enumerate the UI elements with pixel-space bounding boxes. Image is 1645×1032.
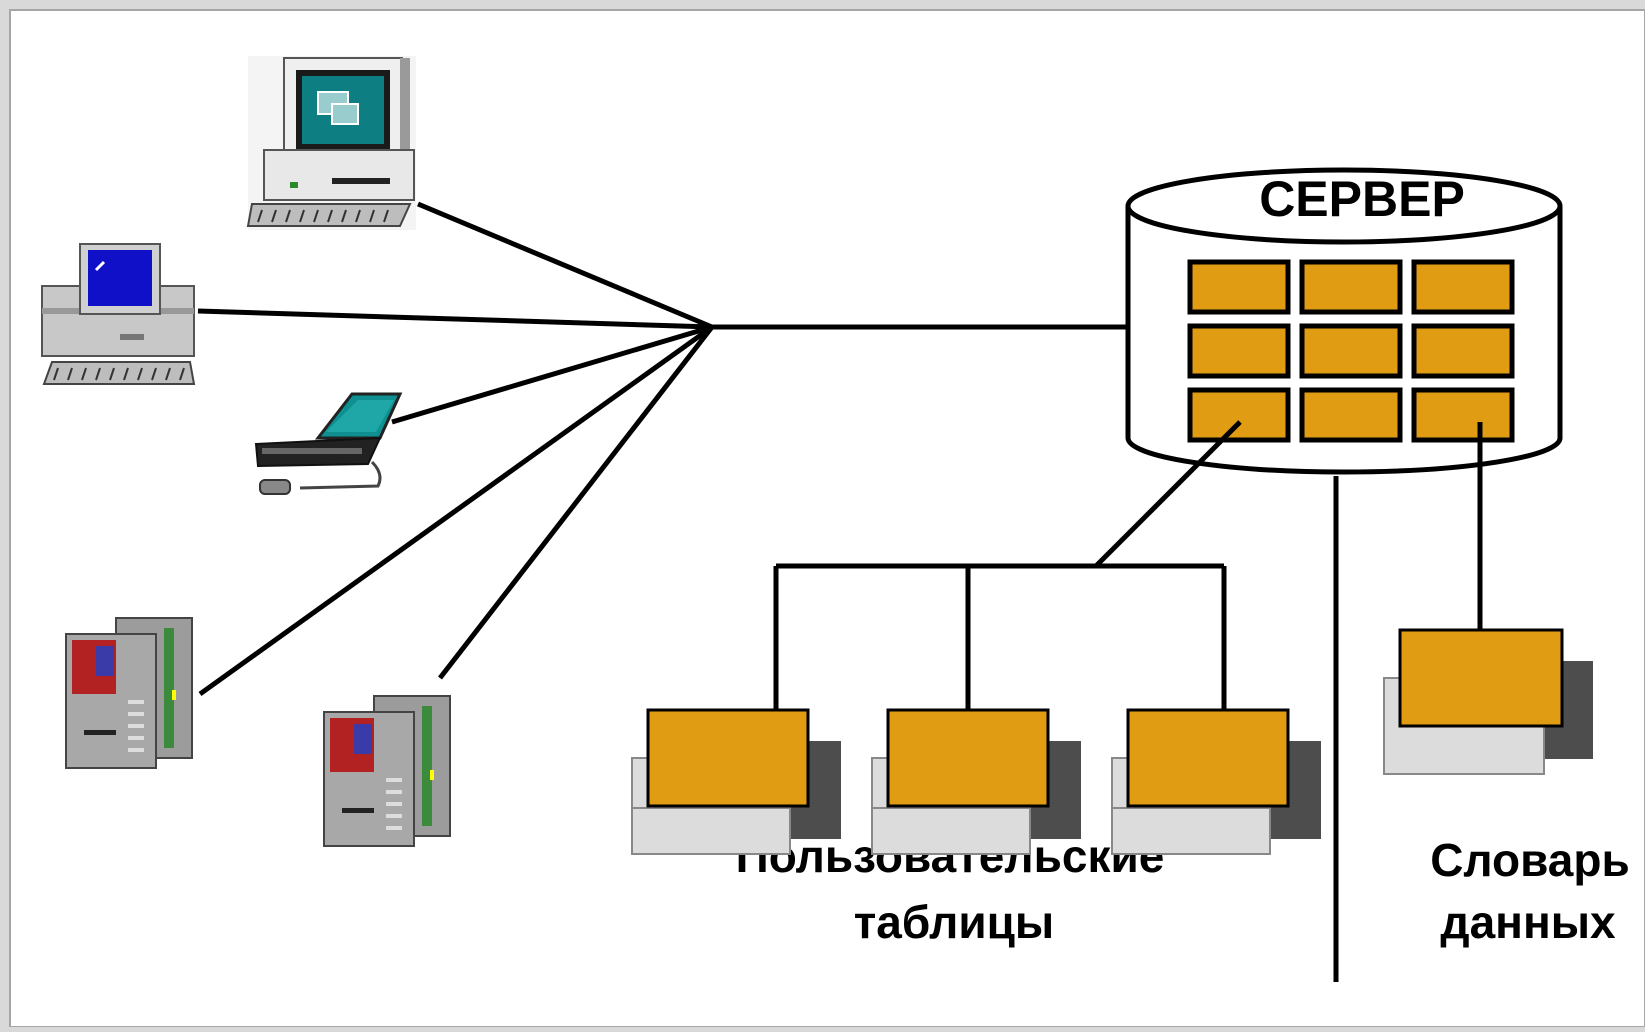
table-connections	[773, 420, 1483, 982]
server-table-cell	[1411, 387, 1515, 443]
server-tower-icon	[323, 695, 451, 847]
data-dictionary-label-line2: данных	[1440, 896, 1616, 948]
server-table-cell	[1299, 323, 1403, 379]
server-table-cell	[1411, 323, 1515, 379]
server-table-cell	[1299, 387, 1403, 443]
server-table-cell	[1187, 323, 1291, 379]
server-tower-icon	[65, 617, 193, 769]
client-connections	[197, 201, 1128, 697]
connection-line-laptop	[391, 324, 713, 425]
data-dictionary-label-line1: Словарь	[1430, 834, 1630, 886]
connection-line-user-tables	[1094, 420, 1242, 568]
user-table-stack-front	[631, 708, 1290, 855]
workstation-icon	[41, 243, 196, 385]
server-label: СЕРВЕР	[1259, 171, 1465, 227]
server-table-cell	[1411, 259, 1515, 315]
connection-line-desktop-2	[197, 308, 713, 330]
laptop-icon	[254, 392, 403, 495]
connection-line-server-2	[438, 325, 714, 680]
server-table-cell	[1187, 259, 1291, 315]
desktop-computer-icon	[246, 56, 416, 230]
server-table-grid	[1187, 259, 1515, 443]
connection-line-desktop-1	[417, 201, 713, 330]
server-table-cell	[1187, 387, 1291, 443]
user-tables-label-line2: таблицы	[854, 896, 1054, 948]
server-table-cell	[1299, 259, 1403, 315]
connection-line-server-1	[198, 324, 714, 697]
data-dictionary-stack	[1383, 628, 1593, 775]
